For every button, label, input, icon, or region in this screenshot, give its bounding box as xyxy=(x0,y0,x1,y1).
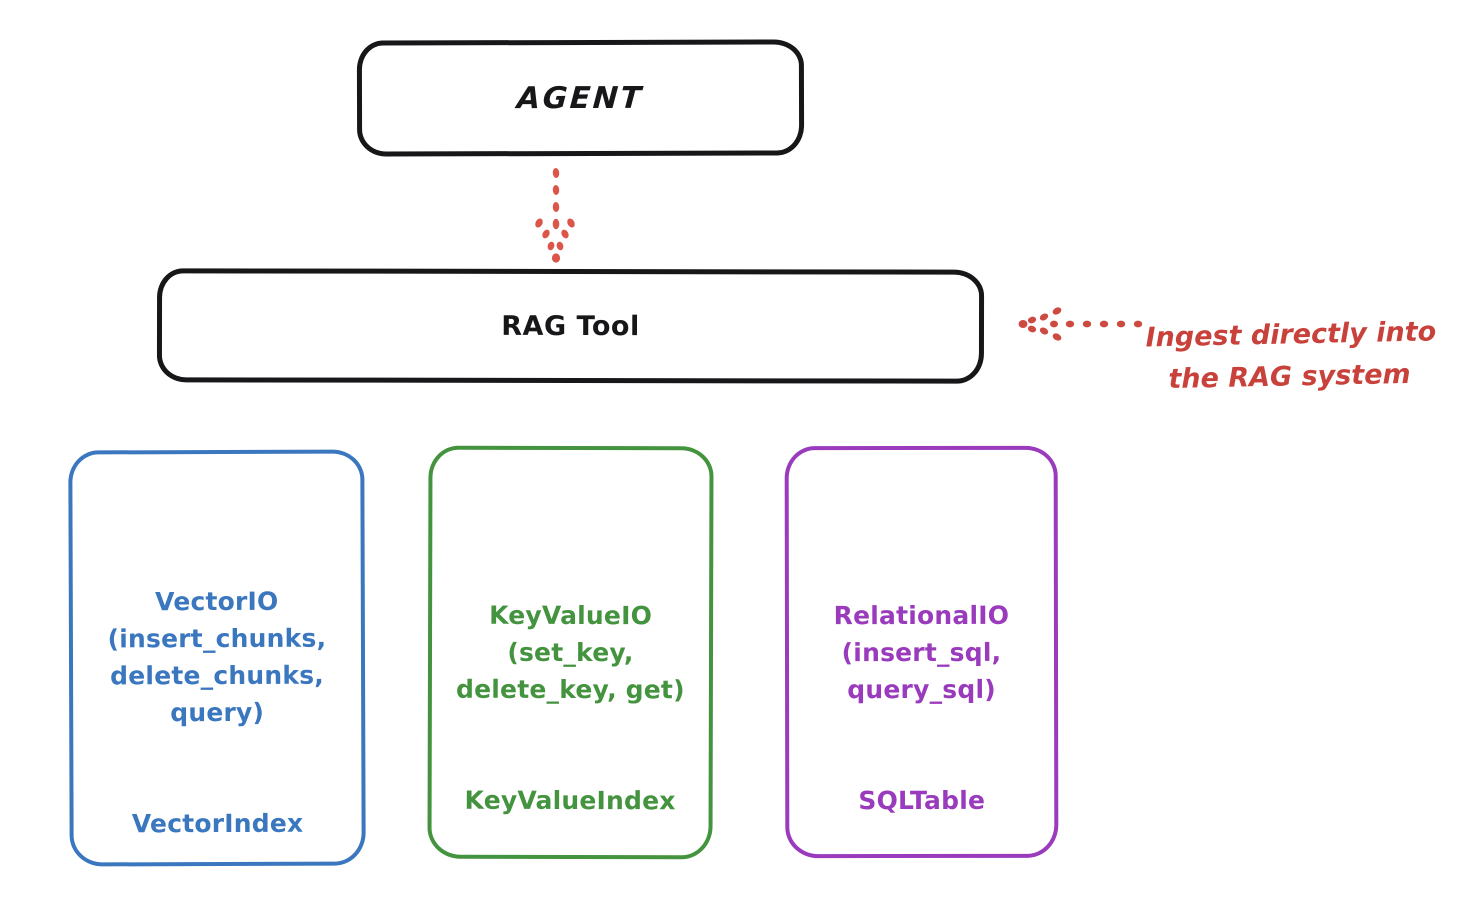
node-relational-io-text: RelationalIO (insert_sql, query_sql) SQL… xyxy=(833,460,1010,819)
node-relational-io-api: RelationalIO (insert_sql, query_sql) xyxy=(833,600,1010,705)
dotted-arrow-down-icon xyxy=(535,168,575,263)
node-vector-io-index: VectorIndex xyxy=(131,808,304,839)
annotation-ingest-note-line2: the RAG system xyxy=(1168,358,1411,395)
annotation-ingest-note: Ingest directly into the RAG system xyxy=(1144,269,1477,444)
node-agent[interactable]: AGENT xyxy=(356,39,805,157)
node-key-value-io[interactable]: KeyValueIO (set_key, delete_key, get) Ke… xyxy=(427,445,714,860)
annotation-ingest-note-line1: Ingest directly into xyxy=(1145,316,1437,354)
node-vector-io-api: VectorIO (insert_chunks, delete_chunks, … xyxy=(107,586,327,728)
node-key-value-io-index: KeyValueIndex xyxy=(464,785,676,816)
dotted-arrow-left-icon xyxy=(1018,307,1143,341)
node-relational-io[interactable]: RelationalIO (insert_sql, query_sql) SQL… xyxy=(784,445,1059,859)
node-relational-io-index: SQLTable xyxy=(858,785,986,816)
node-rag-tool-label: RAG Tool xyxy=(501,310,640,342)
node-vector-io-text: VectorIO (insert_chunks, delete_chunks, … xyxy=(107,464,327,843)
spacer xyxy=(834,708,1010,745)
node-key-value-io-text: KeyValueIO (set_key, delete_key, get) Ke… xyxy=(456,460,686,820)
spacer xyxy=(108,731,327,769)
node-vector-io[interactable]: VectorIO (insert_chunks, delete_chunks, … xyxy=(68,449,366,867)
node-rag-tool[interactable]: RAG Tool xyxy=(156,268,985,384)
node-key-value-io-api: KeyValueIO (set_key, delete_key, get) xyxy=(456,600,685,705)
spacer xyxy=(456,708,685,746)
node-agent-label: AGENT xyxy=(516,80,645,116)
